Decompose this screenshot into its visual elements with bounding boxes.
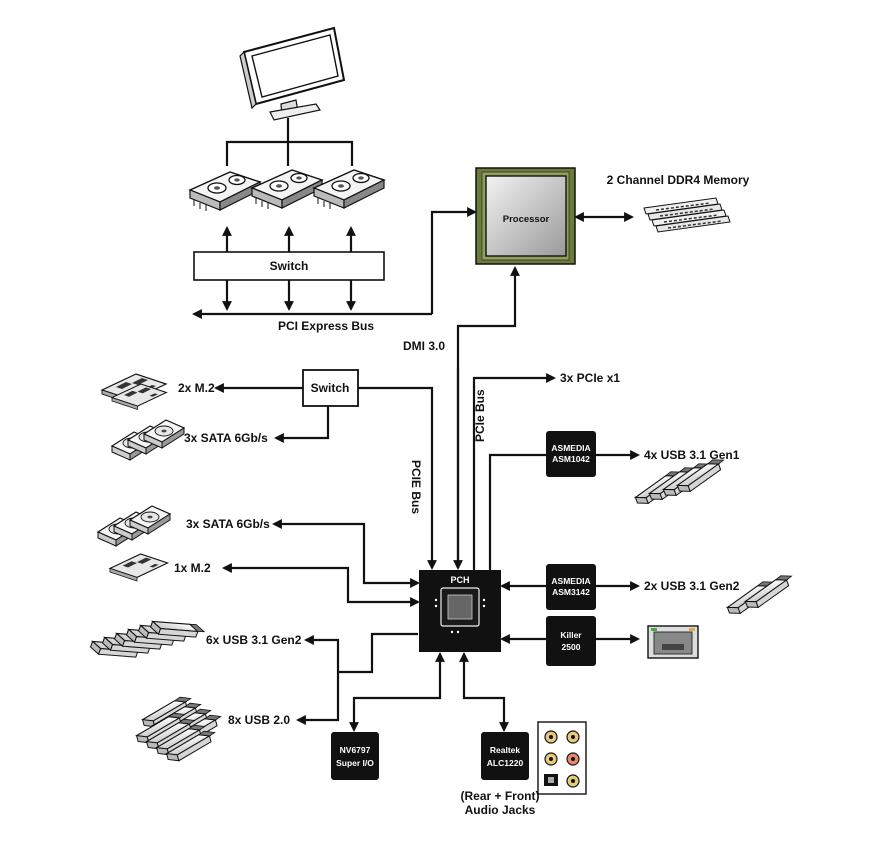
super-io-chip: NV6797 Super I/O xyxy=(331,732,379,780)
pch-chip: PCH xyxy=(419,570,501,652)
left-switch-label: Switch xyxy=(311,381,350,395)
top-switch: Switch xyxy=(193,251,385,281)
ethernet-port-icon xyxy=(647,625,699,659)
svg-text:ASMEDIA: ASMEDIA xyxy=(551,576,590,586)
svg-text:Killer: Killer xyxy=(560,630,582,640)
m2-top-label: 2x M.2 xyxy=(178,381,215,395)
svg-text:ALC1220: ALC1220 xyxy=(487,758,524,768)
svg-text:ASM1042: ASM1042 xyxy=(552,454,590,464)
left-switch: Switch xyxy=(302,369,359,407)
usb31-gen2-left-label: 6x USB 3.1 Gen2 xyxy=(206,633,302,647)
svg-text:ASM3142: ASM3142 xyxy=(552,587,590,597)
usb31-gen2-right-label: 2x USB 3.1 Gen2 xyxy=(644,579,740,593)
top-switch-label: Switch xyxy=(270,259,309,273)
pch-label: PCH xyxy=(450,575,469,585)
svg-text:ASMEDIA: ASMEDIA xyxy=(551,443,590,453)
pcie-bus-label-left: PCIE Bus xyxy=(409,460,423,514)
monitor-icon xyxy=(239,26,346,121)
pcie-bus-label-right: PCIe Bus xyxy=(473,389,487,442)
audio-caption-2: Audio Jacks xyxy=(465,803,536,817)
realtek-chip: Realtek ALC1220 xyxy=(481,732,529,780)
asm1042-chip: ASMEDIA ASM1042 xyxy=(546,431,596,477)
usb31-gen1-label: 4x USB 3.1 Gen1 xyxy=(644,448,740,462)
killer-chip: Killer 2500 xyxy=(546,616,596,666)
svg-text:Super I/O: Super I/O xyxy=(336,758,374,768)
m2-ssd-icon xyxy=(101,373,167,411)
usb-stick-icon xyxy=(630,455,731,508)
hdd-icon xyxy=(111,419,185,461)
memory-label: 2 Channel DDR4 Memory xyxy=(607,173,750,187)
sata-top-label: 3x SATA 6Gb/s xyxy=(184,431,268,445)
pcie-x1-label: 3x PCIe x1 xyxy=(560,371,620,385)
pci-express-bus-label: PCI Express Bus xyxy=(278,319,374,333)
m2-ssd-icon xyxy=(109,553,169,582)
graphics-card-icon xyxy=(189,169,385,212)
usb20-label: 8x USB 2.0 xyxy=(228,713,290,727)
asm3142-chip: ASMEDIA ASM3142 xyxy=(546,564,596,610)
memory-icon xyxy=(643,197,731,233)
processor-label: Processor xyxy=(503,214,550,225)
dmi-label: DMI 3.0 xyxy=(403,339,445,353)
usb-stick-icon xyxy=(132,694,226,764)
svg-text:Realtek: Realtek xyxy=(490,745,521,755)
processor-icon: Processor xyxy=(475,167,576,265)
audio-jacks-icon xyxy=(537,721,587,795)
hdd-icon xyxy=(97,505,171,547)
svg-text:2500: 2500 xyxy=(562,642,581,652)
usb-stick-icon xyxy=(88,609,207,670)
m2-mid-label: 1x M.2 xyxy=(174,561,211,575)
svg-text:NV6797: NV6797 xyxy=(340,745,371,755)
audio-caption-1: (Rear + Front) xyxy=(460,789,539,803)
sata-mid-label: 3x SATA 6Gb/s xyxy=(186,517,270,531)
